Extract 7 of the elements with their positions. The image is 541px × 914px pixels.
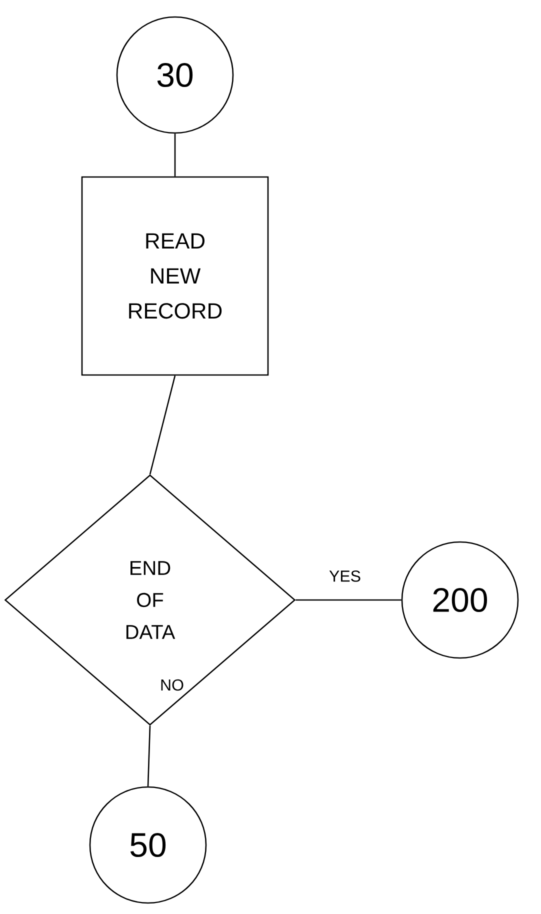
edge-label: NO xyxy=(158,677,186,693)
connector-line xyxy=(296,599,402,601)
process-box: READ NEW RECORD xyxy=(81,176,269,376)
connector-line xyxy=(147,726,151,786)
connector-line xyxy=(149,376,176,475)
connector-line xyxy=(174,134,176,176)
edge-label: YES xyxy=(326,568,363,584)
